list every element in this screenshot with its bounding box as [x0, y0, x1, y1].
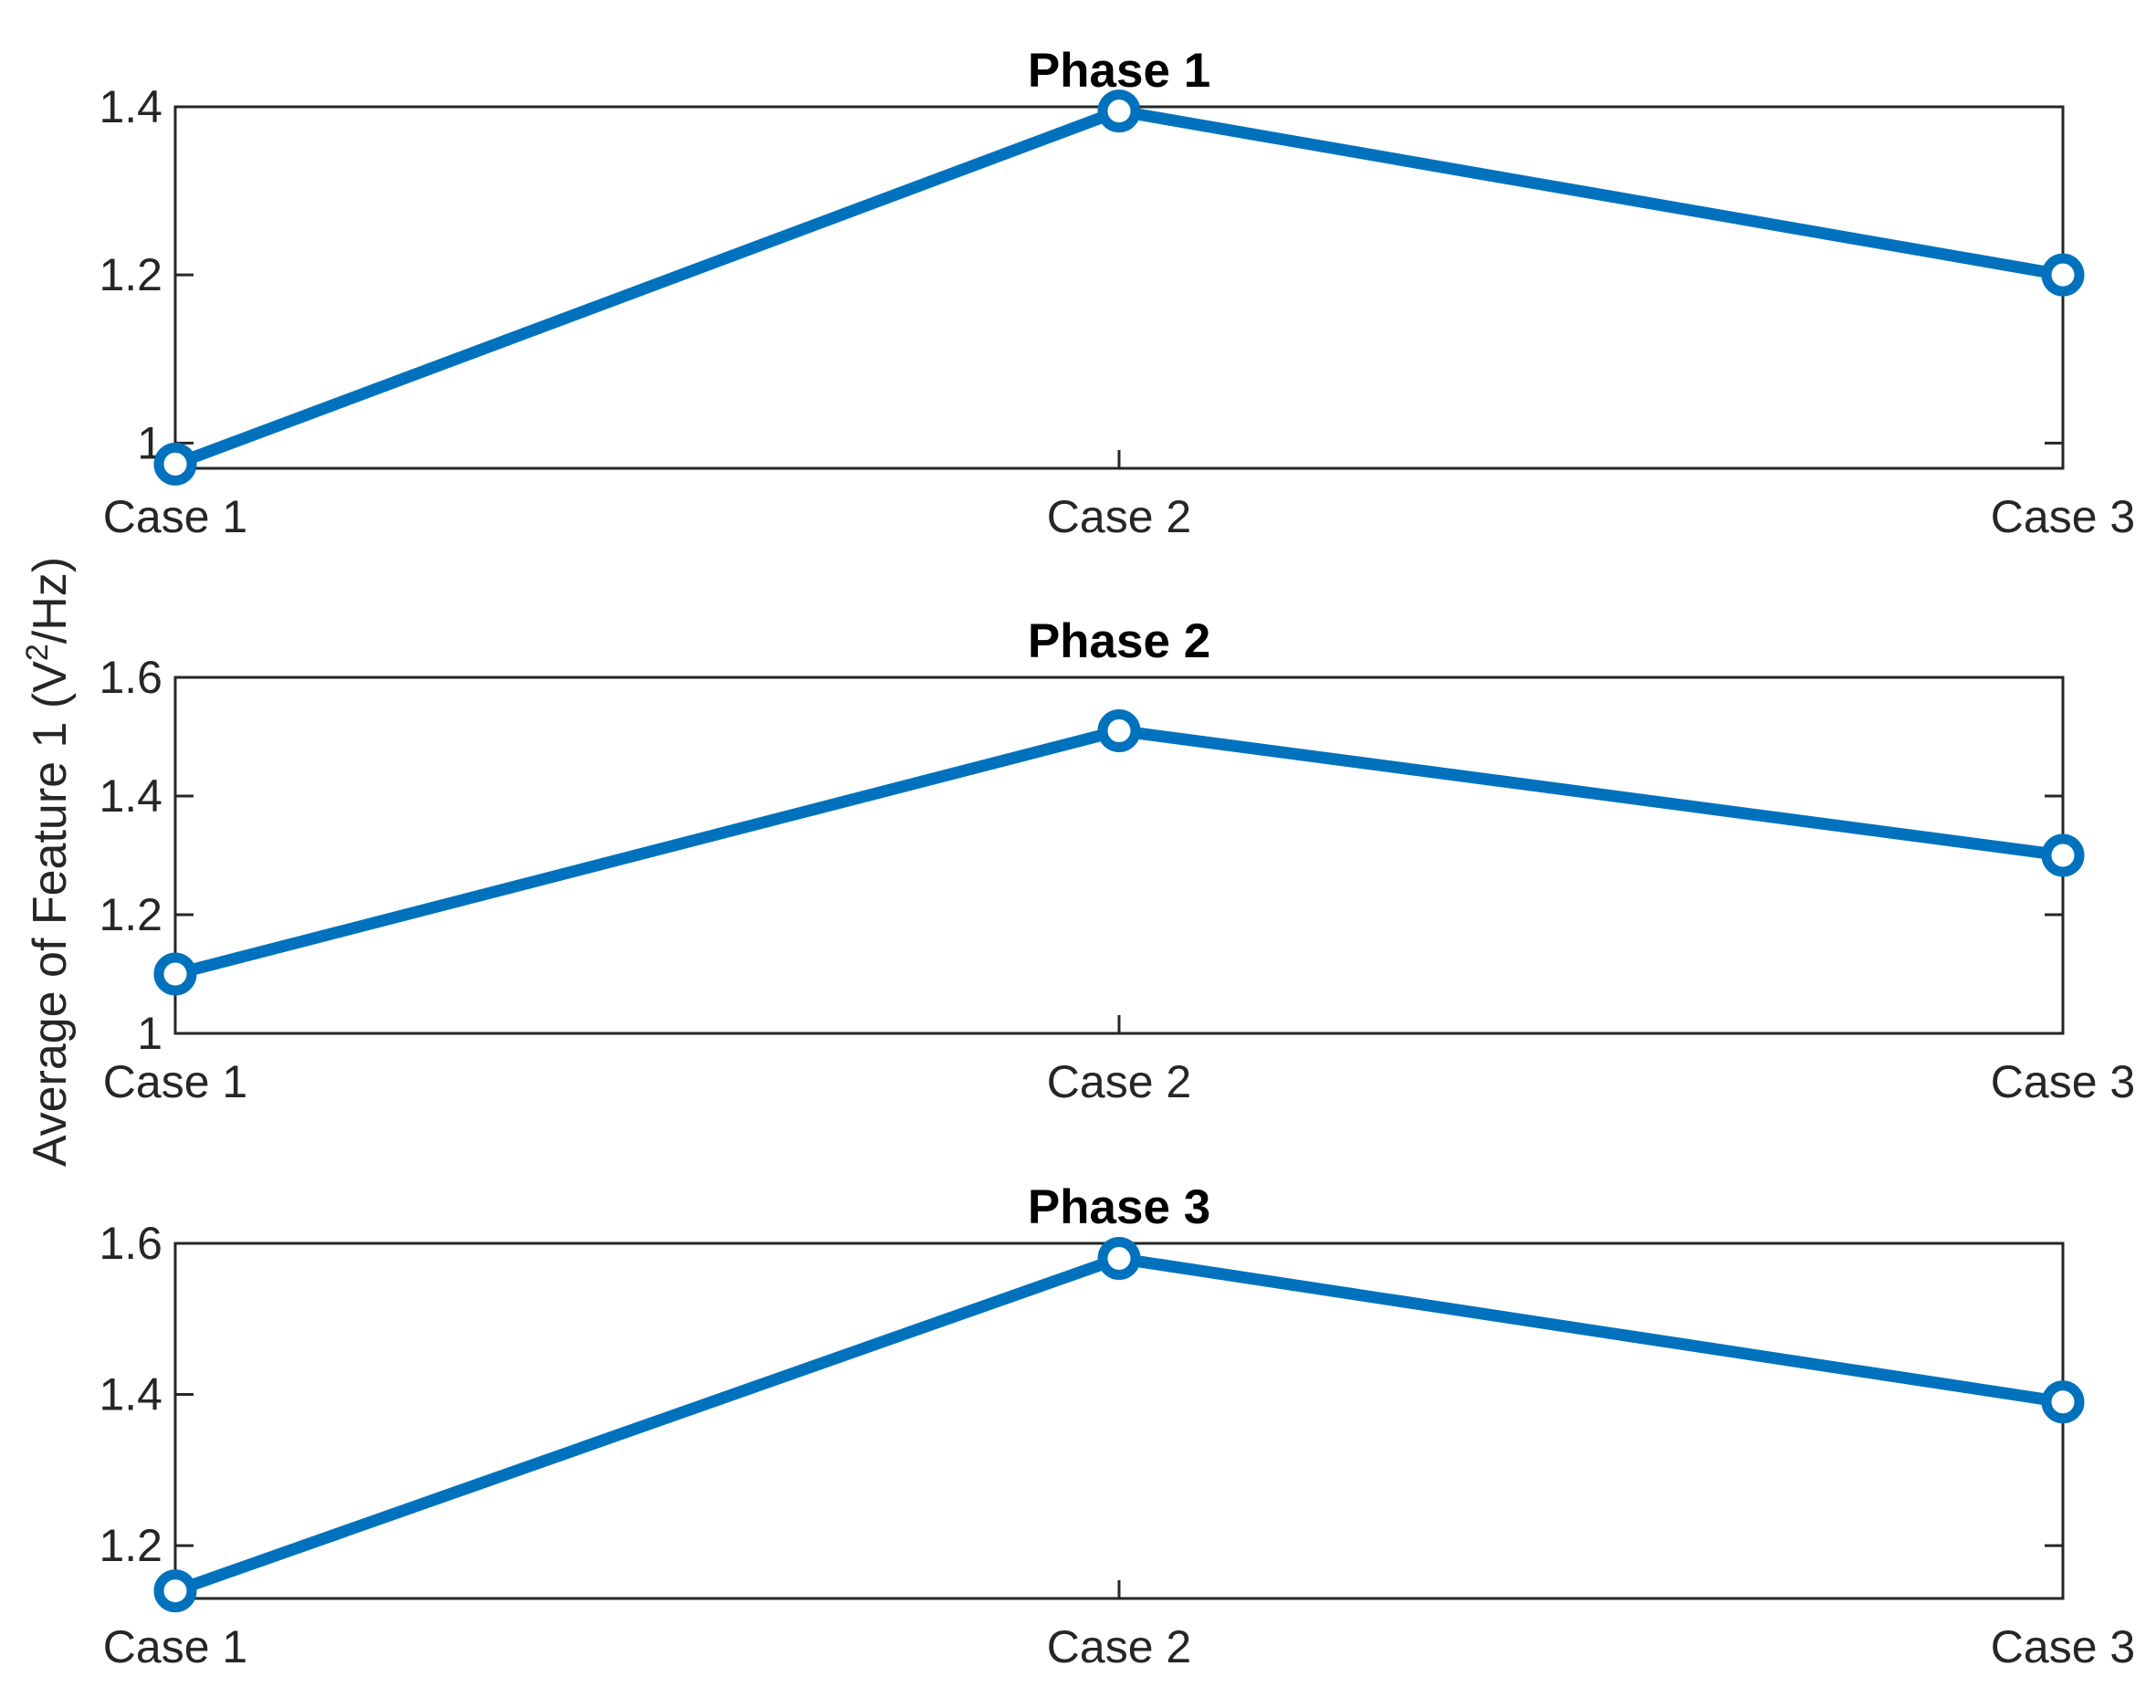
x-tick-label-phase-1: Case 3	[1991, 491, 2135, 542]
y-tick-label-phase-2: 1.2	[99, 889, 162, 940]
data-point-phase-2-case-3	[2041, 833, 2085, 877]
title-phase-3: Phase 3	[1028, 1180, 1210, 1234]
y-tick-label-phase-1: 1.4	[99, 81, 162, 132]
data-point-phase-1-case-2	[1097, 89, 1141, 133]
data-point-phase-3-case-1	[153, 1569, 197, 1613]
title-phase-2: Phase 2	[1028, 614, 1210, 668]
x-tick-label-phase-3: Case 1	[103, 1621, 247, 1672]
x-tick-label-phase-3: Case 2	[1047, 1621, 1191, 1672]
series-line-phase-2	[169, 725, 2069, 980]
y-axis-title-prefix: Average of Feature 1 (V	[24, 661, 77, 1167]
y-tick-label-phase-3: 1.6	[99, 1218, 162, 1269]
y-axis-title-superscript: 2	[20, 644, 55, 661]
data-point-phase-1-case-1	[153, 442, 197, 486]
x-tick-label-phase-3: Case 3	[1991, 1621, 2135, 1672]
x-tick-label-phase-2: Case 3	[1991, 1056, 2135, 1107]
series-line-phase-1	[169, 105, 2069, 470]
data-point-phase-2-case-1	[153, 952, 197, 996]
y-axis-title: Average of Feature 1 (V2/Hz)	[20, 557, 77, 1167]
data-point-phase-3-case-2	[1097, 1237, 1141, 1281]
y-axis-title-suffix: /Hz)	[24, 557, 77, 644]
data-point-phase-1-case-3	[2041, 253, 2085, 297]
title-phase-1: Phase 1	[1028, 44, 1210, 98]
x-tick-label-phase-2: Case 1	[103, 1056, 247, 1107]
y-tick-label-phase-2: 1.4	[99, 770, 162, 822]
data-point-phase-3-case-3	[2041, 1380, 2085, 1424]
series-line-phase-3	[169, 1252, 2069, 1598]
y-tick-label-phase-3: 1.2	[99, 1520, 162, 1571]
axes-box-phase-1	[173, 105, 2065, 470]
y-tick-label-phase-1: 1.2	[99, 249, 162, 300]
axes-box-phase-3	[173, 1242, 2065, 1600]
x-tick-label-phase-1: Case 1	[103, 491, 247, 542]
y-tick-label-phase-3: 1.4	[99, 1369, 162, 1420]
x-tick-label-phase-1: Case 2	[1047, 491, 1191, 542]
y-tick-label-phase-2: 1.6	[99, 652, 162, 703]
x-tick-label-phase-2: Case 2	[1047, 1056, 1191, 1107]
data-point-phase-2-case-2	[1097, 709, 1141, 752]
y-tick-label-phase-2: 1	[137, 1008, 162, 1059]
